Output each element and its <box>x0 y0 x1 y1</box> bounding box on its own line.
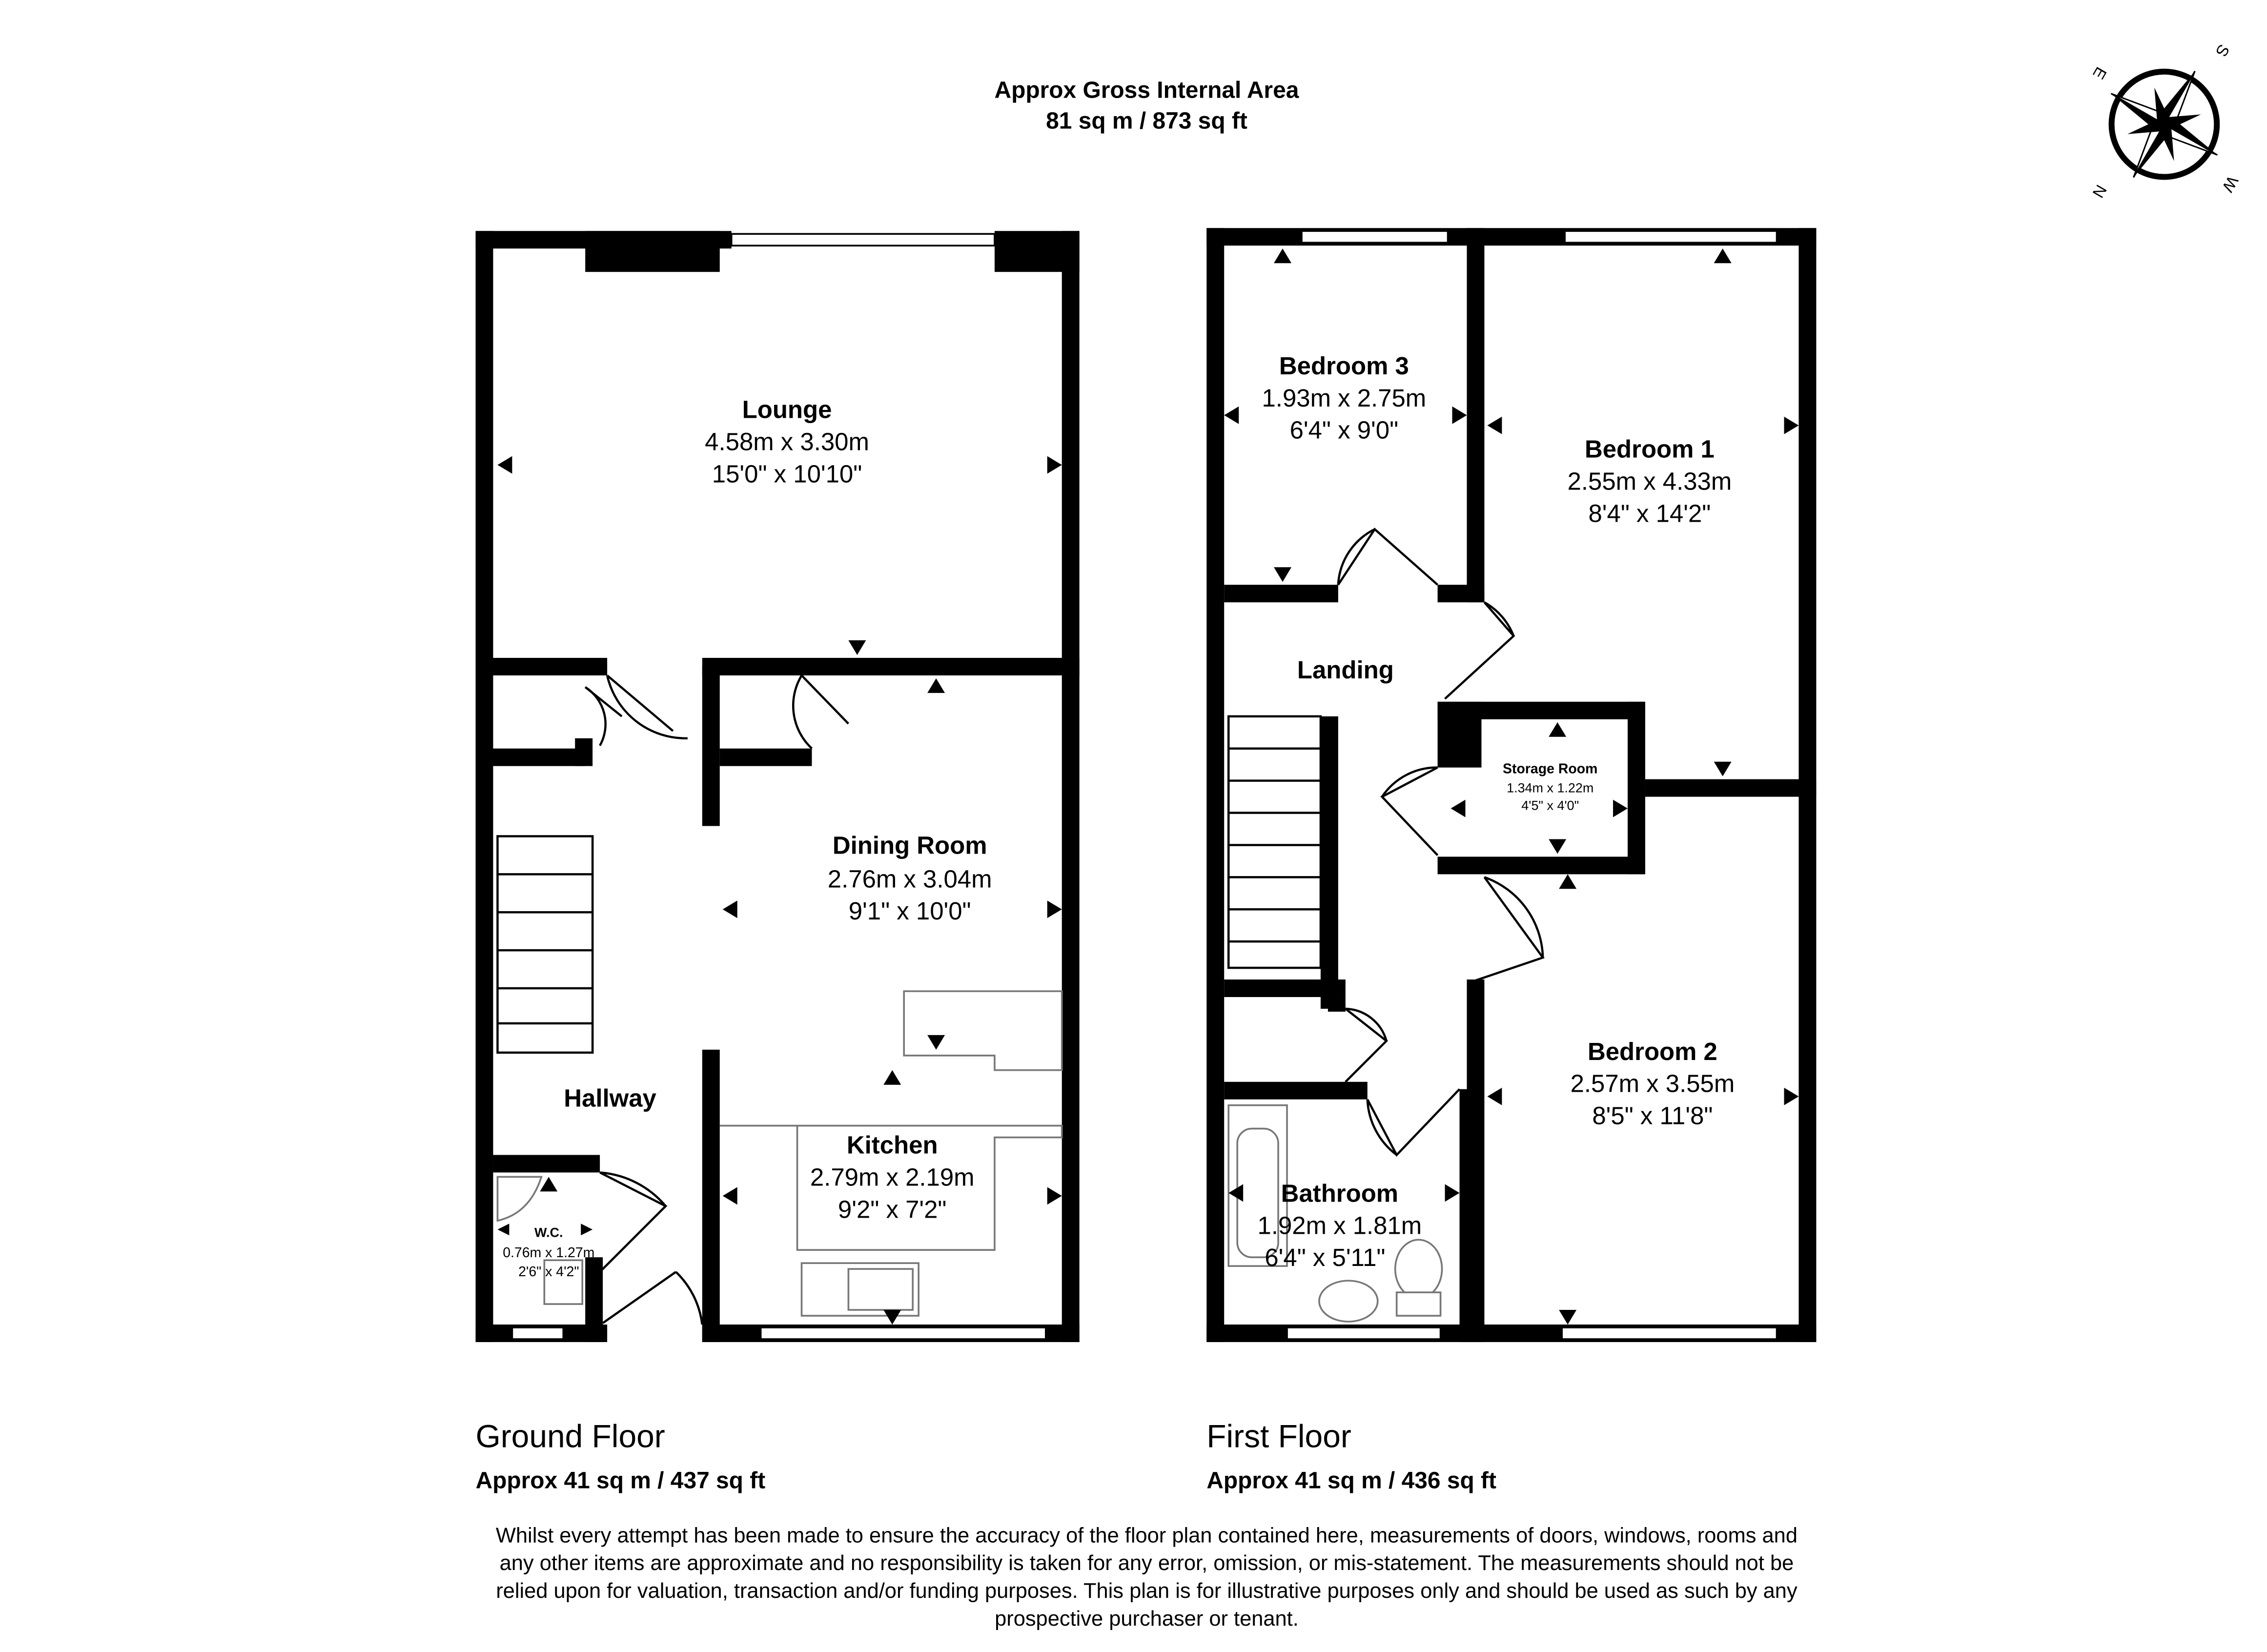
svg-text:1.34m x 1.22m: 1.34m x 1.22m <box>1507 781 1593 795</box>
svg-text:Bathroom: Bathroom <box>1281 1179 1398 1207</box>
doors <box>1337 527 1545 1157</box>
svg-text:Bedroom 2: Bedroom 2 <box>1588 1038 1717 1065</box>
svg-text:6'4" x 5'11": 6'4" x 5'11" <box>1265 1244 1385 1271</box>
walls <box>1206 228 1817 1342</box>
room-dining: Dining Room 2.76m x 3.04m 9'1" x 10'0" <box>828 831 992 925</box>
svg-text:8'4" x 14'2": 8'4" x 14'2" <box>1588 499 1711 527</box>
toilet-icon <box>1394 1239 1443 1299</box>
svg-text:Whilst every attempt has been: Whilst every attempt has been made to en… <box>496 1524 1797 1547</box>
svg-text:Kitchen: Kitchen <box>847 1131 938 1159</box>
ground-floor-label: Ground Floor <box>475 1418 665 1454</box>
window <box>759 1326 1047 1340</box>
svg-text:W.C.: W.C. <box>534 1225 563 1240</box>
svg-text:2.76m x 3.04m: 2.76m x 3.04m <box>828 865 992 893</box>
bathroom-fixtures <box>1227 1104 1443 1323</box>
compass-s: S <box>2212 41 2233 60</box>
svg-text:2.79m x 2.19m: 2.79m x 2.19m <box>810 1163 975 1191</box>
stairs <box>1227 715 1322 969</box>
header: Approx Gross Internal Area 81 sq m / 873… <box>995 78 1299 134</box>
room-landing: Landing <box>1297 656 1394 684</box>
window <box>1564 230 1778 244</box>
compass-e: E <box>2089 64 2110 82</box>
svg-text:1.92m x 1.81m: 1.92m x 1.81m <box>1258 1211 1422 1239</box>
room-hallway: Hallway <box>564 1084 656 1112</box>
ground-floor-plan: Lounge 4.58m x 3.30m 15'0" x 10'10" Dini… <box>475 231 1080 1493</box>
svg-text:6'4" x 9'0": 6'4" x 9'0" <box>1290 416 1399 444</box>
svg-text:any other items are approximat: any other items are approximate and no r… <box>500 1551 1794 1575</box>
svg-text:Bedroom 3: Bedroom 3 <box>1279 352 1409 380</box>
header-area: 81 sq m / 873 sq ft <box>1046 108 1247 134</box>
first-floor-label: First Floor <box>1206 1418 1351 1454</box>
toilet-icon <box>543 1259 583 1305</box>
dimension-arrows <box>497 456 1062 1325</box>
window <box>511 1326 565 1340</box>
room-bedroom-1: Bedroom 1 2.55m x 4.33m 8'4" x 14'2" <box>1568 435 1732 528</box>
svg-text:8'5" x 11'8": 8'5" x 11'8" <box>1592 1102 1713 1130</box>
svg-text:Lounge: Lounge <box>742 396 832 424</box>
svg-text:1.93m x 2.75m: 1.93m x 2.75m <box>1262 384 1427 412</box>
stairs <box>496 835 594 1054</box>
doors <box>584 674 849 1325</box>
basin-icon <box>1318 1280 1379 1323</box>
svg-text:Storage Room: Storage Room <box>1503 761 1597 777</box>
svg-text:2.57m x 3.55m: 2.57m x 3.55m <box>1571 1070 1735 1098</box>
window <box>1286 1326 1442 1340</box>
disclaimer: Whilst every attempt has been made to en… <box>496 1524 1797 1631</box>
room-kitchen: Kitchen 2.79m x 2.19m 9'2" x 7'2" <box>810 1131 975 1224</box>
svg-text:Dining Room: Dining Room <box>833 831 987 859</box>
kitchen-units <box>496 990 1063 1317</box>
room-bedroom-3: Bedroom 3 1.93m x 2.75m 6'4" x 9'0" <box>1262 352 1427 444</box>
compass-icon: E S W N <box>2089 41 2242 201</box>
window <box>1561 1326 1778 1340</box>
svg-text:relied upon for valuation, tra: relied upon for valuation, transaction a… <box>496 1579 1797 1603</box>
svg-text:4'5" x 4'0": 4'5" x 4'0" <box>1521 798 1579 813</box>
ground-floor-area: Approx 41 sq m / 437 sq ft <box>475 1468 765 1493</box>
svg-text:9'2" x 7'2": 9'2" x 7'2" <box>838 1195 947 1223</box>
first-floor-area: Approx 41 sq m / 436 sq ft <box>1206 1468 1496 1493</box>
svg-text:4.58m x 3.30m: 4.58m x 3.30m <box>705 428 869 456</box>
svg-text:15'0" x 10'10": 15'0" x 10'10" <box>712 460 862 488</box>
window <box>1301 230 1449 244</box>
header-title: Approx Gross Internal Area <box>995 78 1299 103</box>
svg-text:Bedroom 1: Bedroom 1 <box>1585 435 1715 463</box>
room-bathroom: Bathroom 1.92m x 1.81m 6'4" x 5'11" <box>1258 1179 1422 1271</box>
svg-text:9'1" x 10'0": 9'1" x 10'0" <box>849 897 971 925</box>
compass-n: N <box>2089 182 2110 201</box>
compass-w: W <box>2219 173 2242 195</box>
room-bedroom-2: Bedroom 2 2.57m x 3.55m 8'5" x 11'8" <box>1571 1038 1735 1130</box>
room-wc: W.C. 0.76m x 1.27m 2'6" x 4'2" <box>503 1225 594 1280</box>
room-storage: Storage Room 1.34m x 1.22m 4'5" x 4'0" <box>1503 761 1597 813</box>
svg-text:2.55m x 4.33m: 2.55m x 4.33m <box>1568 468 1732 495</box>
svg-text:prospective purchaser or tenan: prospective purchaser or tenant. <box>995 1607 1299 1631</box>
first-floor-plan: Bedroom 3 1.93m x 2.75m 6'4" x 9'0" Bedr… <box>1206 228 1817 1493</box>
svg-text:0.76m x 1.27m: 0.76m x 1.27m <box>503 1245 594 1261</box>
room-lounge: Lounge 4.58m x 3.30m 15'0" x 10'10" <box>705 396 869 488</box>
window <box>730 233 996 247</box>
svg-text:2'6" x 4'2": 2'6" x 4'2" <box>518 1264 579 1280</box>
dimension-arrows <box>1224 248 1799 1325</box>
basin-icon <box>496 1176 543 1222</box>
